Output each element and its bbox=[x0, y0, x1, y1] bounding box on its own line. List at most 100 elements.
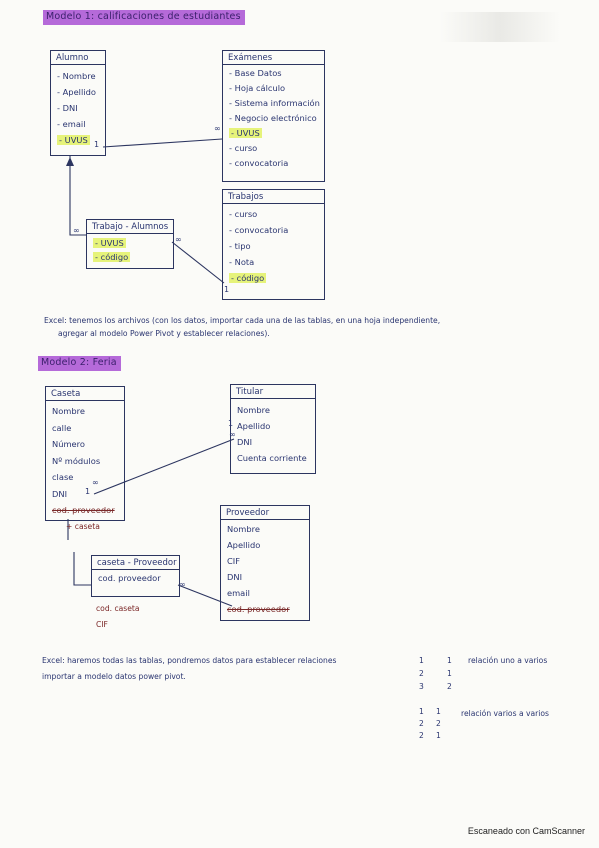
field-key: - UVUS bbox=[93, 236, 173, 250]
line-cp-proveedor bbox=[177, 584, 233, 607]
legend-2-right-1: 2 bbox=[436, 719, 441, 728]
field: - curso bbox=[229, 143, 258, 153]
highlighted-field: - código bbox=[93, 252, 131, 262]
field: Apellido bbox=[237, 421, 271, 431]
one-mark: 1 bbox=[94, 140, 100, 149]
table-trabajos: Trabajos - curso - convocatoria - tipo -… bbox=[222, 189, 325, 300]
field: - convocatoria bbox=[229, 158, 289, 168]
field: calle bbox=[52, 422, 72, 433]
legend-2-left-1: 2 bbox=[419, 719, 424, 728]
highlighted-field: - código bbox=[229, 273, 267, 283]
table-title: Trabajos bbox=[223, 190, 324, 204]
field: DNI bbox=[52, 488, 68, 499]
note-model-1-line-2: agregar al modelo Power Pivot y establec… bbox=[58, 329, 270, 338]
legend-1-right-2: 2 bbox=[447, 682, 452, 691]
field: - tipo bbox=[229, 241, 251, 251]
field: Cuenta corriente bbox=[237, 453, 307, 463]
table-title: Proveedor bbox=[221, 506, 309, 520]
field: Nombre bbox=[52, 406, 85, 416]
table-title: Exámenes bbox=[223, 51, 324, 65]
table-alumno: Alumno - Nombre - Apellido - DNI - email… bbox=[50, 50, 106, 156]
field-key: - UVUS bbox=[57, 132, 105, 148]
arrow-alumno bbox=[66, 157, 74, 166]
scanner-watermark: Escaneado con CamScanner bbox=[467, 826, 585, 836]
legend-1-left-0: 1 bbox=[419, 656, 424, 665]
field: Nombre bbox=[237, 405, 270, 415]
field-struck: cod. proveedor bbox=[227, 601, 309, 617]
legend-1-right-1: 1 bbox=[447, 669, 452, 678]
struck-field: cod. proveedor bbox=[227, 604, 290, 614]
legend-2-right-2: 1 bbox=[436, 731, 441, 740]
field: Nº módulos bbox=[52, 455, 101, 466]
highlighted-field: - UVUS bbox=[229, 128, 262, 138]
struck-field: cod. proveedor bbox=[52, 505, 115, 515]
table-titular: Titular Nombre Apellido DNI Cuenta corri… bbox=[230, 384, 316, 474]
table-examenes: Exámenes - Base Datos - Hoja cálculo - S… bbox=[222, 50, 325, 182]
field: CIF bbox=[227, 556, 241, 566]
many-mark: ∞ bbox=[73, 226, 80, 235]
note-model-2-line-1: Excel: haremos todas las tablas, pondrem… bbox=[42, 656, 337, 665]
field: - email bbox=[57, 119, 86, 129]
line-caseta-titular bbox=[93, 438, 235, 495]
field: - Negocio electrónico bbox=[229, 113, 317, 123]
legend-1-left-1: 2 bbox=[419, 669, 424, 678]
table-proveedor: Proveedor Nombre Apellido CIF DNI email … bbox=[220, 505, 310, 621]
legend-1-left-2: 3 bbox=[419, 682, 424, 691]
heading-model-1: Modelo 1: calificaciones de estudiantes bbox=[43, 10, 245, 25]
table-caseta-proveedor: caseta - Proveedor cod. proveedor bbox=[91, 555, 180, 597]
field: - convocatoria bbox=[229, 225, 289, 235]
one-mark: 1 bbox=[85, 487, 91, 496]
many-mark: ∞ bbox=[214, 124, 221, 133]
field: clase bbox=[52, 472, 74, 482]
table-title: Titular bbox=[231, 385, 315, 399]
field: - Base Datos bbox=[229, 68, 282, 78]
field: email bbox=[227, 588, 250, 598]
many-mark: ∞ bbox=[175, 235, 182, 244]
field: - Nota bbox=[229, 257, 255, 267]
field: - Sistema información bbox=[229, 98, 320, 108]
heading-model-2: Modelo 2: Feria bbox=[38, 356, 121, 371]
legend-one-to-many-label: relación uno a varios bbox=[468, 656, 548, 665]
field-struck: cod. proveedor bbox=[52, 502, 124, 519]
legend-many-to-many-label: relación varios a varios bbox=[461, 709, 549, 718]
note-model-1-line-1: Excel: tenemos los archivos (con los dat… bbox=[44, 316, 441, 325]
field: Número bbox=[52, 439, 85, 449]
table-caseta: Caseta Nombre calle Número Nº módulos cl… bbox=[45, 386, 125, 521]
line-caseta-cp bbox=[73, 552, 91, 586]
field: Nombre bbox=[227, 524, 260, 534]
field: - Nombre bbox=[57, 71, 96, 81]
field-key: - código bbox=[229, 270, 324, 286]
paper-smudge bbox=[440, 12, 560, 42]
extra-field-cod-caseta: cod. caseta bbox=[96, 604, 140, 613]
field-key: - código bbox=[93, 250, 173, 264]
field: cod. proveedor bbox=[98, 573, 161, 583]
legend-2-right-0: 1 bbox=[436, 707, 441, 716]
table-title: Trabajo - Alumnos bbox=[87, 220, 173, 234]
many-mark: ∞ bbox=[229, 430, 236, 439]
table-title: Caseta bbox=[46, 387, 124, 401]
table-trabajo-alumnos: Trabajo - Alumnos - UVUS - código bbox=[86, 219, 174, 269]
field: DNI bbox=[237, 437, 253, 447]
extra-field-cif: CIF bbox=[96, 620, 108, 629]
field: - DNI bbox=[57, 103, 78, 113]
highlighted-field: - UVUS bbox=[57, 135, 90, 145]
field: - curso bbox=[229, 209, 258, 219]
note-model-2-line-2: importar a modelo datos power pivot. bbox=[42, 672, 186, 681]
one-mark: 1 bbox=[224, 285, 230, 294]
table-title: Alumno bbox=[51, 51, 105, 65]
field-key: - UVUS bbox=[229, 126, 324, 141]
legend-2-left-2: 2 bbox=[419, 731, 424, 740]
line-alumno-examenes bbox=[102, 138, 223, 148]
one-mark: 1 bbox=[228, 419, 234, 428]
many-mark: ∞ bbox=[179, 580, 186, 589]
line-alumno-trabajoalumnos bbox=[69, 156, 86, 236]
field: - Hoja cálculo bbox=[229, 83, 286, 93]
table-title: caseta - Proveedor bbox=[92, 556, 179, 570]
legend-2-left-0: 1 bbox=[419, 707, 424, 716]
field: - Apellido bbox=[57, 87, 96, 97]
highlighted-field: - UVUS bbox=[93, 238, 126, 248]
many-mark: ∞ bbox=[92, 478, 99, 487]
field: DNI bbox=[227, 572, 243, 582]
field: Apellido bbox=[227, 540, 261, 550]
